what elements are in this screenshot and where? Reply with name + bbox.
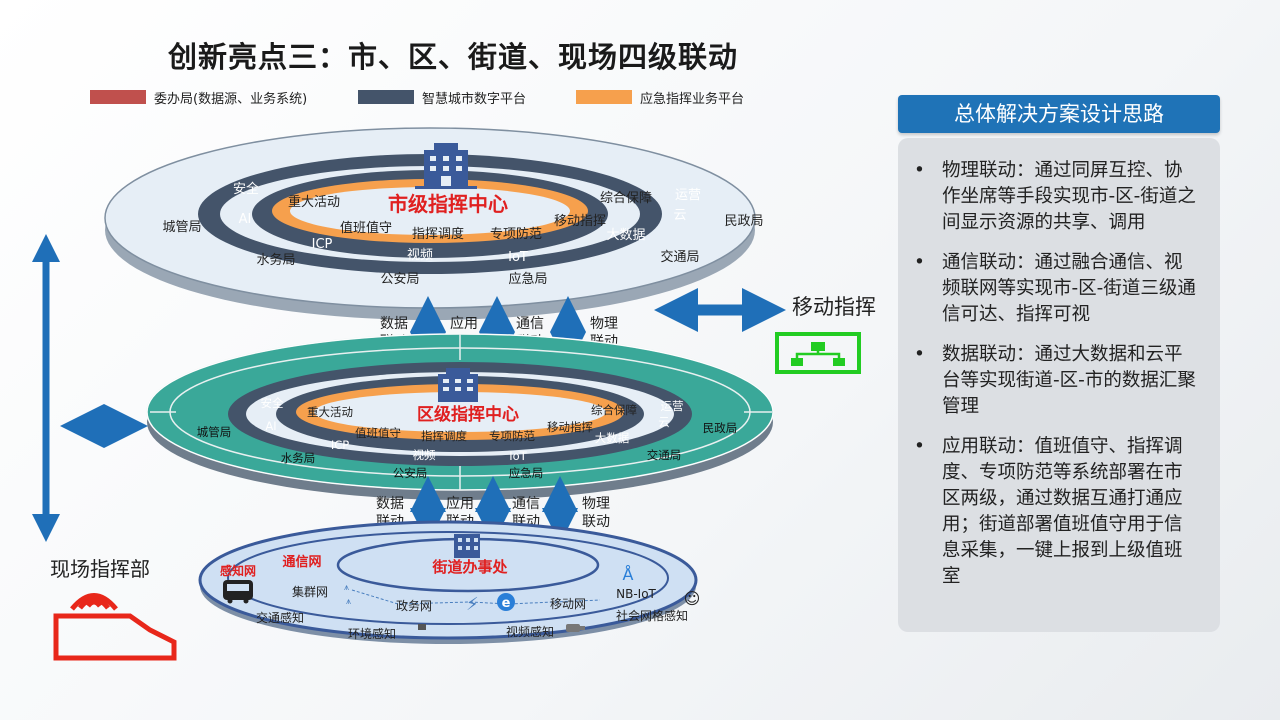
person-icon: ☺ [684, 589, 701, 608]
ring-item: 视频 [407, 248, 433, 263]
cluster-antenna-icon: ⩚ [344, 583, 349, 593]
ring-item: 交通局 [660, 249, 699, 265]
ring-item: ICP [331, 438, 349, 452]
ring-item: 民政局 [703, 421, 738, 435]
street-node: 交通感知 [256, 610, 304, 625]
legend-item-agencies: 委办局(数据源、业务系统) [90, 86, 307, 108]
link-label: 联动 [582, 514, 610, 530]
ring-item: 云 [673, 208, 686, 223]
link-label: 物理 [582, 496, 610, 512]
ring-item: 应急局 [509, 466, 544, 480]
ring-item: 移动指挥 [547, 420, 593, 434]
bullet-communication-linkage: 通信联动：通过融合通信、视频联网等实现市-区-街道三级通信可达、指挥可视 [912, 250, 1198, 328]
street-node: 环境感知 [348, 626, 396, 641]
page-title: 创新亮点三：市、区、街道、现场四级联动 [168, 40, 739, 74]
bullet-data-linkage: 数据联动：通过大数据和云平台等实现街道-区-市的数据汇聚管理 [912, 342, 1198, 420]
field-command-label: 现场指挥部 [50, 557, 150, 581]
ring-item: 专项防范 [489, 429, 535, 443]
legend-swatch [576, 90, 632, 104]
legend-item-digital-platform: 智慧城市数字平台 [358, 86, 526, 108]
ring-item: 运营 [675, 188, 701, 203]
ring-item: 重大活动 [307, 405, 353, 419]
district-layer: 区级指挥中心 重大活动 值班值守 指挥调度 专项防范 移动指挥 综合保障 安全 … [146, 333, 774, 500]
command-vehicle-icon [53, 593, 177, 661]
street-node: 集群网 [292, 584, 328, 599]
ring-item: AI [239, 212, 252, 227]
city-center-label: 市级指挥中心 [388, 192, 508, 216]
ring-item: 安全 [261, 396, 284, 410]
ring-item: 城管局 [197, 425, 232, 439]
bus-icon [223, 580, 253, 604]
legend-swatch [90, 90, 146, 104]
district-building-icon [438, 368, 478, 402]
street-center-label: 街道办事处 [431, 558, 508, 576]
ring-item: 交通局 [647, 448, 682, 462]
link-label: 通信 [512, 496, 540, 512]
ring-item: 综合保障 [600, 191, 652, 206]
ring-item: 水务局 [281, 451, 316, 465]
link-label: 应用 [450, 315, 478, 332]
ring-item: 公安局 [393, 466, 428, 480]
link-label: 数据 [376, 496, 404, 512]
ring-item: 安全 [233, 181, 259, 197]
ring-item: IoT [509, 449, 527, 463]
ring-item: ICP [312, 237, 333, 252]
street-node: 政务网 [396, 598, 432, 613]
ring-item: 公安局 [380, 272, 419, 287]
ring-item: 民政局 [724, 214, 763, 229]
faucet-icon [418, 624, 426, 630]
ring-item: 综合保障 [591, 403, 637, 417]
solution-panel-heading: 总体解决方案设计思路 [898, 95, 1220, 133]
ie-browser-icon: e [497, 593, 515, 611]
ring-item: 值班值守 [340, 220, 392, 236]
solution-panel: 物理联动：通过同屏互控、协作坐席等手段实现市-区-街道之间显示资源的共享、调用 … [898, 138, 1220, 632]
svg-text:e: e [502, 596, 511, 611]
ring-item: 运营 [661, 399, 684, 413]
link-label: 数据 [380, 316, 408, 332]
legend-swatch [358, 90, 414, 104]
antenna-icon: ⩚ [346, 597, 351, 607]
street-node: NB-IoT [616, 587, 656, 601]
ring-item: AI [265, 419, 276, 433]
city-layer: 市级指挥中心 重大活动 值班值守 指挥调度 专项防范 移动指挥 综合保障 安全 … [104, 127, 764, 320]
ring-item: 视频 [413, 448, 436, 462]
bullet-physical-linkage: 物理联动：通过同屏互控、协作坐席等手段实现市-区-街道之间显示资源的共享、调用 [912, 158, 1198, 236]
street-building-icon [454, 534, 480, 558]
ring-item: 值班值守 [355, 426, 401, 440]
street-node: 社会网格感知 [616, 608, 688, 623]
district-center-label: 区级指挥中心 [417, 404, 519, 425]
ring-item: 水务局 [256, 252, 295, 268]
ring-item: 重大活动 [288, 194, 340, 210]
city-building-icon [415, 143, 477, 189]
sense-network-label: 感知网 [220, 563, 256, 578]
ring-item: 城管局 [162, 220, 201, 235]
ring-item: IoT [508, 250, 528, 265]
ring-item: 大数据 [606, 228, 645, 243]
ring-item: 指挥调度 [421, 429, 467, 443]
lightning-icon: ⚡ [466, 594, 479, 615]
link-label: 应用 [446, 495, 474, 512]
camera-icon [566, 624, 585, 632]
street-layer: 街道办事处 通信网 感知网 ⩚ ⩚ ⚡ e Å ☺ 集群网 政务网 移动网 NB… [198, 520, 701, 644]
ring-item: 移动指挥 [554, 214, 606, 229]
ring-item: 大数据 [595, 431, 630, 445]
ring-item: 专项防范 [490, 226, 542, 242]
ring-item: 云 [658, 415, 670, 429]
legend-label: 智慧城市数字平台 [422, 91, 527, 107]
street-node: 移动网 [550, 597, 586, 611]
link-label: 通信 [516, 316, 544, 332]
ring-item: 指挥调度 [412, 226, 464, 242]
bullet-application-linkage: 应用联动：值班值守、指挥调度、专项防范等系统部署在市区两级，通过数据互通打通应用… [912, 434, 1198, 590]
legend-label: 委办局(数据源、业务系统) [154, 91, 308, 107]
legend-item-emergency-platform: 应急指挥业务平台 [576, 86, 744, 108]
nb-iot-tower-icon: Å [623, 565, 634, 584]
link-label: 物理 [590, 316, 618, 332]
street-node: 视频感知 [506, 624, 554, 639]
network-topology-icon [775, 332, 861, 374]
legend-label: 应急指挥业务平台 [640, 91, 745, 107]
mobile-command-label: 移动指挥 [792, 295, 876, 319]
comm-network-label: 通信网 [282, 554, 321, 570]
ring-item: 应急局 [508, 271, 547, 287]
